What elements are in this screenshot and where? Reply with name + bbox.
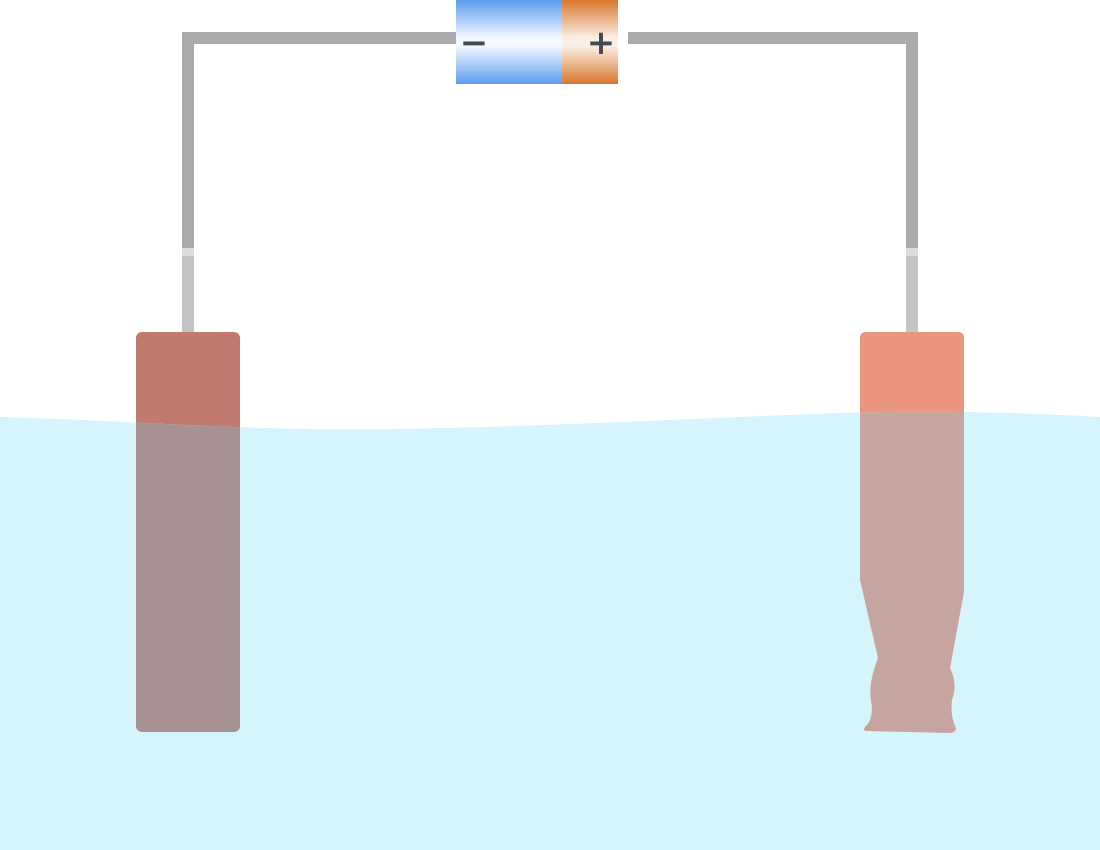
submerged-electrodes: [136, 411, 964, 733]
circuit-wire: [182, 32, 918, 334]
battery-negative-terminal: [456, 0, 563, 84]
battery-positive-terminal: [562, 0, 618, 84]
positive-sign: +: [587, 23, 616, 63]
battery: − +: [456, 0, 618, 84]
right-electrode-submerged: [860, 411, 964, 733]
left-electrode-submerged: [136, 411, 240, 732]
right-wire: [628, 32, 918, 248]
left-wire: [182, 32, 456, 248]
negative-sign: −: [460, 23, 489, 63]
electrolyte-solution: [0, 411, 1100, 850]
